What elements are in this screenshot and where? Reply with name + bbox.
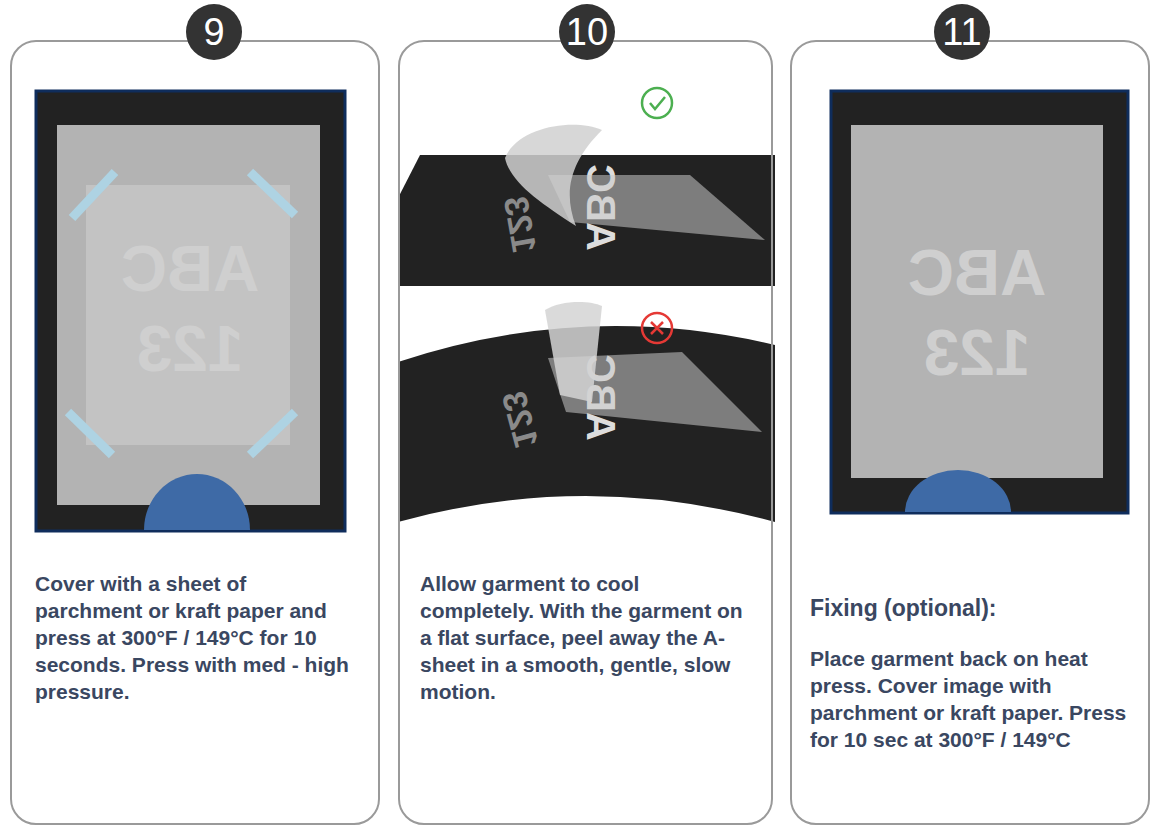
- cross-symbol: [642, 313, 672, 343]
- garment: [36, 91, 345, 531]
- check-mark: [650, 97, 665, 109]
- tape: [72, 172, 115, 218]
- step-panel: Fixing (optional): Place garment back on …: [790, 40, 1150, 825]
- tape: [250, 412, 295, 455]
- step-instruction: Allow garment to cool completely. With t…: [420, 570, 745, 705]
- transfer-sheet: [86, 185, 290, 445]
- garment-flat: [398, 155, 775, 286]
- print-design-text: 123: [877, 316, 1077, 390]
- check-symbol: [642, 88, 672, 118]
- garment: [831, 91, 1128, 513]
- print-design-text: ABC: [90, 232, 290, 306]
- parchment-sheet: [57, 125, 320, 505]
- step-number: 10: [566, 11, 608, 54]
- step-instruction: Place garment back on heat press. Cover …: [810, 645, 1140, 753]
- step-number: 11: [942, 11, 981, 54]
- tape: [68, 412, 112, 455]
- cross-mark: [651, 322, 663, 334]
- print-design-text: 123: [90, 312, 290, 386]
- step-number: 9: [203, 11, 224, 54]
- step-heading: Fixing (optional):: [810, 595, 1140, 622]
- platen-notch: [905, 470, 1011, 512]
- step-badge: 9: [186, 4, 242, 60]
- print-design-text: ABC: [578, 353, 623, 443]
- parchment-sheet: [851, 125, 1103, 478]
- print-design-text: ABC: [877, 236, 1077, 310]
- tape-strips: [68, 172, 295, 455]
- step-instruction: Cover with a sheet of parchment or kraft…: [35, 570, 355, 705]
- garment-curved: [398, 326, 775, 522]
- print-design-text: ABC: [578, 163, 623, 253]
- platen-notch: [144, 474, 250, 530]
- step-panel: Cover with a sheet of parchment or kraft…: [10, 40, 380, 825]
- step-badge: 11: [934, 4, 990, 60]
- step-badge: 10: [559, 4, 615, 60]
- tape: [250, 172, 295, 215]
